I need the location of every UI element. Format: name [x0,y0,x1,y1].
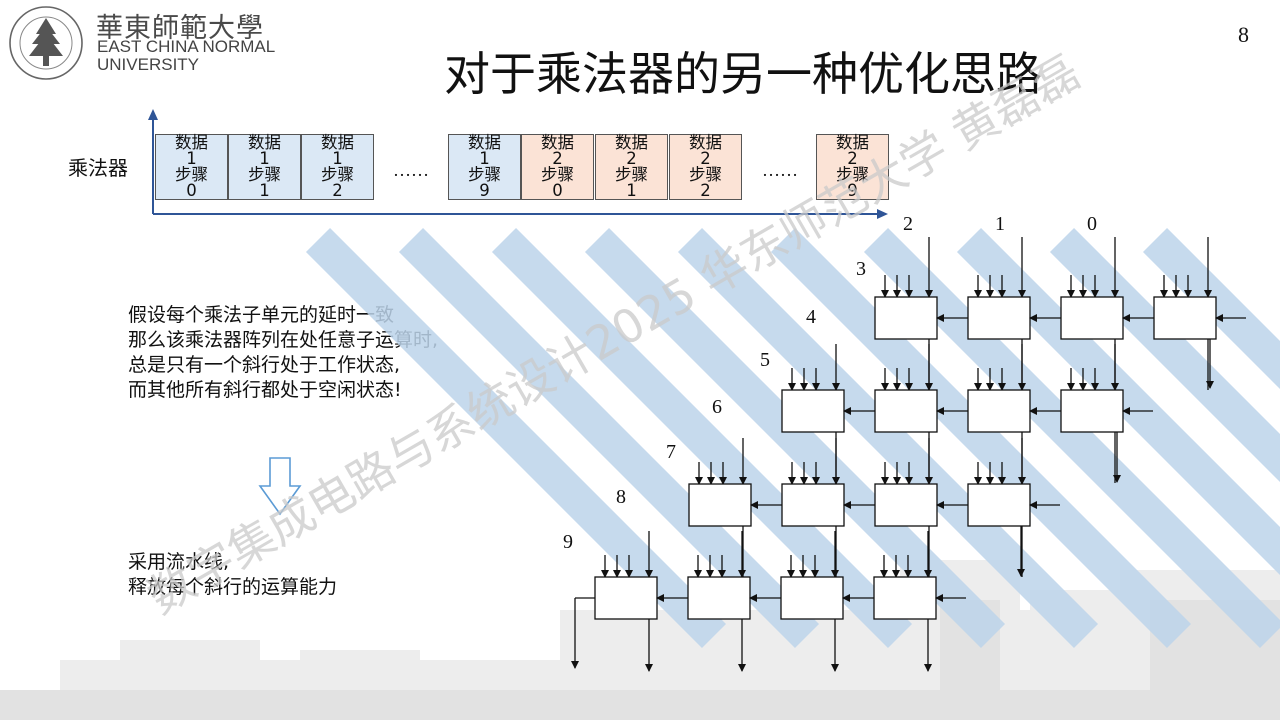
adder-cell [1060,389,1124,433]
timeline-cell-text: 1 [186,149,197,168]
diagonal-stripe [677,227,1099,649]
logo-english-line2: UNIVERSITY [97,55,200,74]
diagonal-stripe [1142,227,1280,649]
timeline-cell-text: 数据 [321,133,354,152]
page-number: 8 [1238,22,1249,47]
adder-cell [874,296,938,340]
timeline-cell-text: 步骤 [615,165,648,184]
timeline-cell-text: 2 [552,149,563,168]
adder-cell [967,389,1031,433]
timeline-cell-text: 数据 [175,133,208,152]
timeline-cell-text: 1 [259,181,270,200]
timeline-cell-text: 数据 [541,133,574,152]
university-seal-icon [9,6,83,80]
timeline-cell-text: 2 [332,181,343,200]
adder-cell [967,296,1031,340]
timeline-cell-text: 0 [186,181,197,200]
logo-chinese-name: 華東師範大學 [96,13,264,44]
adder-cell [780,576,844,620]
diagonal-stripe [305,227,727,649]
diagonal-label: 9 [563,531,573,553]
timeline-cell-text: 数据 [248,133,281,152]
adder-cell-array [571,237,1246,672]
timeline-ellipsis-2: …… [762,160,798,180]
timeline-cell-text: 数据 [615,133,648,152]
timeline-cell-text: 步骤 [836,165,869,184]
diagonal-stripe [398,227,820,649]
adder-cell [594,576,658,620]
adder-cell [873,576,937,620]
diagonal-stripe [491,227,913,649]
timeline-cell-text: 9 [479,181,490,200]
adder-cell [781,389,845,433]
adder-cell [1060,296,1124,340]
slide-title: 对于乘法器的另一种优化思路 [444,47,1042,101]
timeline-cell-text: 0 [552,181,563,200]
diagonal-label: 3 [856,258,866,280]
timeline-cell-text: 1 [479,149,490,168]
conclusion-text: 采用流水线, 释放每个斜行的运算能力 [128,550,337,600]
timeline-cell-text: 数据 [836,133,869,152]
conclusion-line: 采用流水线, [128,551,230,573]
down-arrow-icon [258,457,302,516]
diagonal-label: 7 [666,441,676,463]
explanation-line: 假设每个乘法子单元的延时一致 [128,304,395,326]
diagonal-label: 2 [903,213,913,235]
timeline-cell-text: 9 [847,181,858,200]
adder-cell [688,483,752,527]
timeline-cell-text: 1 [259,149,270,168]
timeline-cell-text: 步骤 [468,165,501,184]
timeline-cell-text: 步骤 [541,165,574,184]
diagonal-label: 0 [1087,213,1097,235]
adder-cell [1153,296,1217,340]
explanation-line: 那么该乘法器阵列在处任意子运算时, [128,329,439,351]
timeline-cell-text: 步骤 [321,165,354,184]
adder-cell [781,483,845,527]
timeline-cell-text: 1 [626,181,637,200]
logo-english-name: EAST CHINA NORMAL UNIVERSITY [97,38,275,74]
diagonal-stripe [584,227,1006,649]
adder-cell [874,483,938,527]
timeline-cell-text: 2 [626,149,637,168]
explanation-text: 假设每个乘法子单元的延时一致 那么该乘法器阵列在处任意子运算时, 总是只有一个斜… [128,303,438,403]
logo-english-line1: EAST CHINA NORMAL [97,37,276,56]
diagonal-label: 8 [616,486,626,508]
adder-cell [967,483,1031,527]
explanation-line: 而其他所有斜行都处于空闲状态! [128,379,402,401]
adder-cell [687,576,751,620]
diagonal-label: 1 [995,213,1005,235]
timeline-axes [148,109,888,219]
timeline-cell-text: 步骤 [175,165,208,184]
timeline-ellipsis-1: …… [393,160,429,180]
conclusion-line: 释放每个斜行的运算能力 [128,576,338,598]
timeline-cell-text: 2 [700,181,711,200]
adder-cell [874,389,938,433]
timeline-cell-text: 步骤 [689,165,722,184]
diagonal-label: 5 [760,349,770,371]
explanation-line: 总是只有一个斜行处于工作状态, [128,354,401,376]
timeline-cell-text: 1 [332,149,343,168]
timeline-cell-text: 2 [847,149,858,168]
timeline-cell-text: 步骤 [248,165,281,184]
timeline-cell-text: 数据 [689,133,722,152]
multiplier-row-label: 乘法器 [68,156,128,180]
diagonal-label: 6 [712,396,722,418]
diagonal-labels: 0 1 2 3 4 5 6 7 8 9 [563,213,1097,553]
timeline-cell-text: 2 [700,149,711,168]
diagonal-label: 4 [806,306,816,328]
timeline-cell-text: 数据 [468,133,501,152]
